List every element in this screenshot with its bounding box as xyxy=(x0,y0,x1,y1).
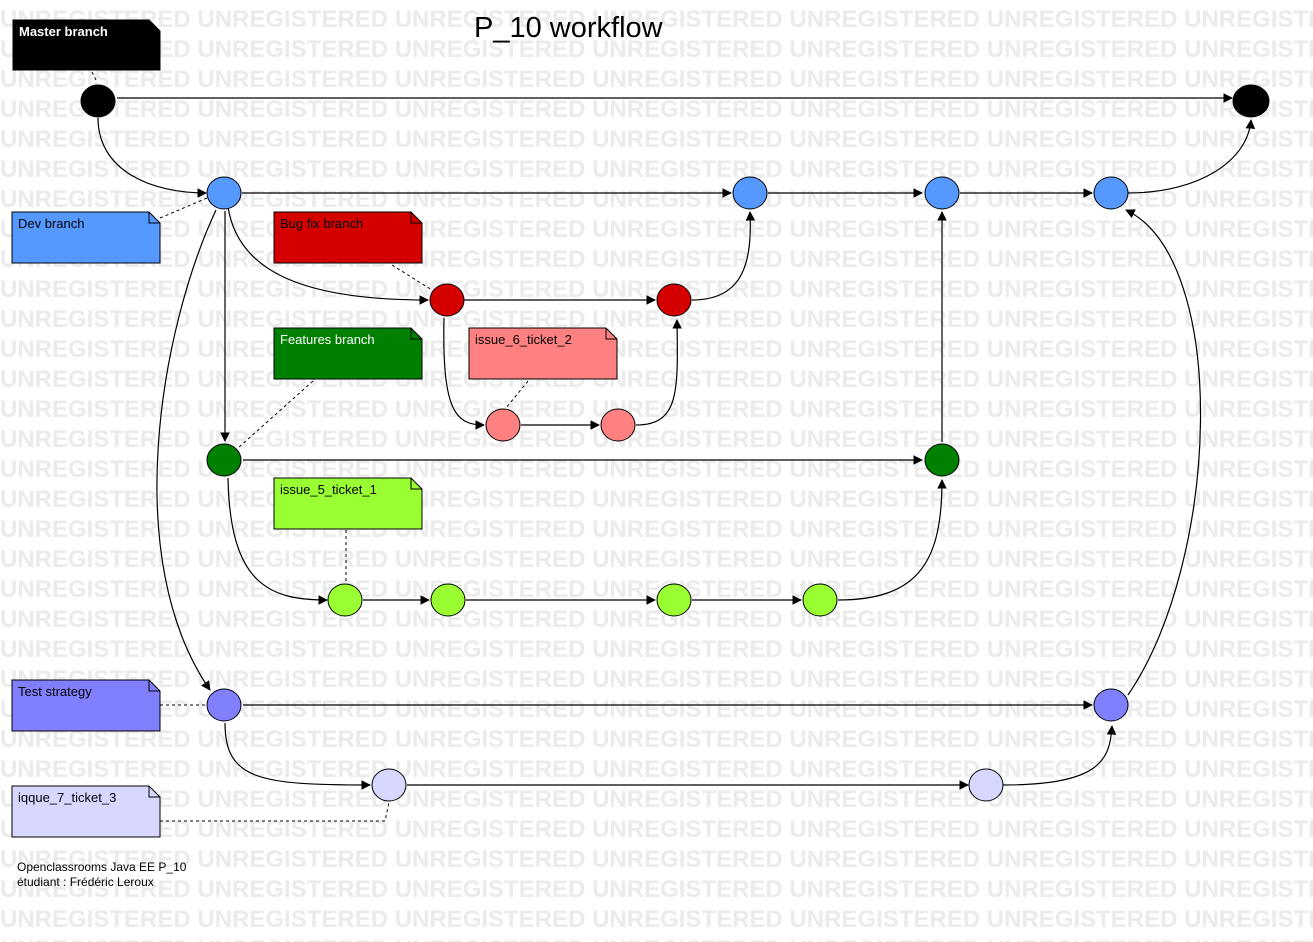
commit-node-ticket1-4 xyxy=(802,583,838,617)
edge-dev-bugfix xyxy=(227,206,429,305)
commit-node-ticket1-1 xyxy=(327,583,363,617)
note-features: Features branch xyxy=(273,327,423,380)
connector-features xyxy=(237,380,314,449)
commit-node-ticket1-3 xyxy=(656,583,692,617)
commit-node-ticket3-1 xyxy=(371,768,407,802)
commit-node-dev-2 xyxy=(732,176,768,210)
commit-node-dev-4 xyxy=(1093,176,1129,210)
commit-node-ticket2-2 xyxy=(600,408,636,442)
commit-node-master-start xyxy=(80,84,116,118)
note-ticket1: issue_5_ticket_1 xyxy=(273,477,423,530)
commit-node-ticket3-2 xyxy=(968,768,1004,802)
commit-node-ticket2-1 xyxy=(485,408,521,442)
connector-bugfix xyxy=(391,264,433,291)
commit-node-master-end xyxy=(1232,84,1270,118)
edge-ticket3-test xyxy=(1002,725,1117,786)
commit-node-features-1 xyxy=(206,443,242,477)
note-bugfix-label: Bug fix branch xyxy=(280,216,363,231)
note-ticket3-shape xyxy=(11,785,161,838)
note-fold xyxy=(148,680,160,692)
note-fold xyxy=(148,212,160,224)
footer: Openclassrooms Java EE P_10 étudiant : F… xyxy=(17,860,186,890)
edge-master-dev xyxy=(97,117,207,198)
note-fold xyxy=(148,20,160,32)
commit-node-test-2 xyxy=(1093,688,1129,722)
edge-dev-master xyxy=(1127,119,1256,194)
note-fold xyxy=(148,786,160,798)
note-fold xyxy=(605,328,617,340)
commit-node-ticket1-2 xyxy=(430,583,466,617)
note-fold xyxy=(410,478,422,490)
connector-master xyxy=(91,71,98,83)
edge-dev-test xyxy=(156,209,217,691)
edge-ticket2-bugfix xyxy=(635,319,682,426)
note-dev-shape xyxy=(11,211,161,264)
connector-ticket2 xyxy=(505,380,529,409)
note-test: Test strategy xyxy=(11,679,161,732)
note-master: Master branch xyxy=(12,19,161,71)
footer-line-1: Openclassrooms Java EE P_10 xyxy=(17,860,187,874)
edge-test-ticket3 xyxy=(224,722,371,790)
edge-bugfix-ticket2 xyxy=(443,317,485,430)
connector-dev xyxy=(159,197,208,219)
note-ticket2-shape xyxy=(468,327,618,380)
commit-node-features-2 xyxy=(924,443,960,477)
note-fold xyxy=(410,328,422,340)
connector-ticket3 xyxy=(160,801,390,822)
edge-features-ticket1 xyxy=(227,477,328,605)
note-ticket3-label: iqque_7_ticket_3 xyxy=(18,790,116,805)
note-bugfix: Bug fix branch xyxy=(273,211,423,264)
note-features-shape xyxy=(273,327,423,380)
note-test-label: Test strategy xyxy=(18,684,92,699)
edge-bugfix-dev xyxy=(691,211,756,301)
note-bugfix-shape xyxy=(273,211,423,264)
note-dev-label: Dev branch xyxy=(18,216,84,231)
note-dev: Dev branch xyxy=(11,211,161,264)
note-ticket2: issue_6_ticket_2 xyxy=(468,327,618,380)
note-ticket3: iqque_7_ticket_3 xyxy=(11,785,161,838)
note-fold xyxy=(410,212,422,224)
note-master-label: Master branch xyxy=(19,24,108,39)
commit-node-bugfix-2 xyxy=(656,283,692,317)
diagram-title: P_10 workflow xyxy=(474,12,663,44)
note-features-label: Features branch xyxy=(280,332,375,347)
note-ticket1-shape xyxy=(273,477,423,530)
note-test-shape xyxy=(11,679,161,732)
commit-node-bugfix-1 xyxy=(429,283,465,317)
edge-test-dev xyxy=(1125,209,1202,696)
commit-node-dev-3 xyxy=(924,176,960,210)
footer-line-2: étudiant : Frédéric Leroux xyxy=(17,875,154,889)
note-ticket1-label: issue_5_ticket_1 xyxy=(280,482,377,497)
edge-ticket1-features xyxy=(837,479,947,601)
note-ticket2-label: issue_6_ticket_2 xyxy=(475,332,572,347)
commit-node-test-1 xyxy=(206,688,242,722)
note-master-shape xyxy=(12,19,161,71)
commit-node-dev-1 xyxy=(206,176,242,210)
